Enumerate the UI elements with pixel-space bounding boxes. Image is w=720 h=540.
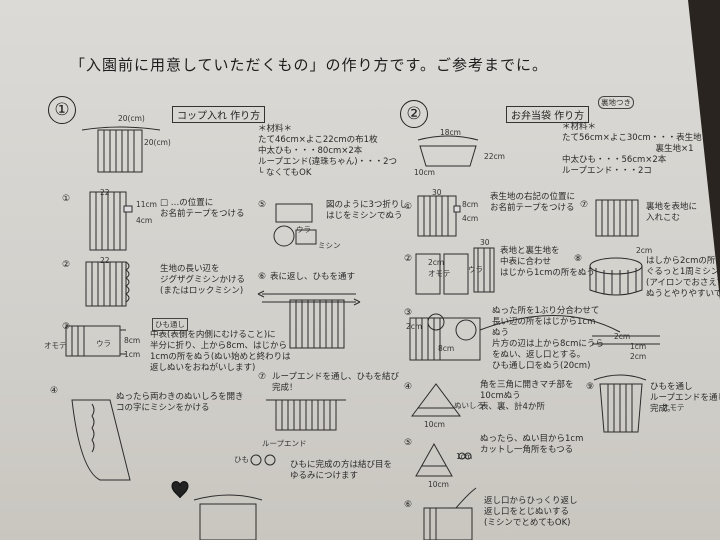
cup-materials: ＊材料＊ たて46cm×よこ22cmの布1枚 中太ひも・・・80cm×2本 ルー… <box>258 124 398 178</box>
lunch-step8-sketch <box>589 257 643 296</box>
lunch-step3-sketch <box>409 313 660 361</box>
cup-step-4-number: ④ <box>50 386 59 396</box>
cup-step-2-number: ② <box>62 260 71 270</box>
lunch-bag-badge: 裏地つき <box>598 96 634 109</box>
lunch-dim-top: 18cm <box>440 128 461 137</box>
lunch-step3-label-8cm: 8cm <box>438 344 455 353</box>
heart-bag-sketch <box>171 481 263 540</box>
lunch-step9-note: ひもを通し ループエンドを通して 完成。 <box>650 382 720 414</box>
cup-step4-sketch <box>71 399 131 481</box>
cup-step1-dim-4cm: 4cm <box>136 216 153 225</box>
lunch-step5-note: ぬったら、ぬい目から1cm カットし一角所をもつる <box>480 434 584 455</box>
lunch-step3-note: ぬった所を1ぶり分合わせて 長い辺の所をはじから1cm ぬう 片方の辺は上から8… <box>492 306 604 371</box>
lunch-step3-label-2cm-c: 2cm <box>630 352 647 361</box>
cup-step7-note2: ひもに完成の方は結び目を ゆるみにつけます <box>290 460 393 481</box>
cup-step7-label-loopend: ループエンド <box>262 439 307 448</box>
lunch-step-2-number: ② <box>404 254 413 264</box>
lunch-step1-dim-30: 30 <box>432 188 442 197</box>
lunch-step5-label-1cm: 1cm <box>456 452 473 461</box>
lunch-step2-dim-2cm: 2cm <box>428 258 445 267</box>
lunch-step7-note: 裏地を表地に 入れこむ <box>646 202 698 223</box>
lunch-step4-sketch <box>411 383 461 417</box>
lunch-step-7-number: ⑦ <box>580 200 589 210</box>
section-number-2: ② <box>400 100 428 128</box>
cup-step5-note: 図のように3つ折りし はじをミシンでぬう <box>326 200 408 221</box>
lunch-step2-label-omote: オモテ <box>428 269 451 278</box>
cup-step6-note: 表に返し、ひもを通す <box>270 272 356 282</box>
cup-step-7-number: ⑦ <box>258 372 267 382</box>
lunch-step2-dim-30: 30 <box>480 238 490 247</box>
cup-step7-hint-string: ひも <box>234 455 249 464</box>
lunch-step6-sketch <box>423 487 477 540</box>
lunch-step4-label-nuishiro: ぬいしろ <box>454 401 484 410</box>
cup-step3-label-omote: オモテ <box>44 341 67 350</box>
lunch-bag-heading: お弁当袋 作り方 <box>506 106 590 123</box>
cup-step3-sketch <box>65 325 126 357</box>
cup-step3-label-8cm: 8cm <box>124 336 141 345</box>
cup-dim-height: 20(cm) <box>144 138 171 147</box>
lunch-dim-bottom: 10cm <box>414 168 435 177</box>
lunch-step-8-number: ⑧ <box>574 254 583 264</box>
cup-step-5-number: ⑤ <box>258 200 267 210</box>
cup-step1-dim-11cm: 11cm <box>136 200 157 209</box>
lunch-step3-label-2cm: 2cm <box>406 322 423 331</box>
cup-step3-note: 中表(表側を内側にむけること)に 半分に折り、上から8cm、はじから 1cmの所… <box>150 330 291 373</box>
lunch-step-6-number: ⑥ <box>404 500 413 510</box>
lunch-step-4-number: ④ <box>404 382 413 392</box>
cup-step2-sketch <box>85 261 130 307</box>
cup-step5-label-mishin: ミシン <box>318 241 341 250</box>
lunch-step9-sketch <box>593 374 647 433</box>
lunch-step5-label-10cm: 10cm <box>428 480 449 489</box>
lunch-step1-sketch <box>417 195 461 237</box>
lunch-bag-main-sketch <box>417 135 479 167</box>
lunch-dim-side: 22cm <box>484 152 505 161</box>
lunch-step2-label-ura: ウラ <box>468 265 483 274</box>
lunch-step2-note: 表地と裏生地を 中表に合わせ はじから1cmの所をぬう <box>500 246 595 278</box>
lunch-step-9-number: ⑨ <box>586 382 595 392</box>
lunch-step-5-number: ⑤ <box>404 438 413 448</box>
lunch-step8-note: はしから2cmの所を ぐるっと1周ミシンかける (アイロンでおさえてから ぬうと… <box>646 256 720 299</box>
lunch-step-1-number: ① <box>404 202 413 212</box>
page-title: 「入園前に用意していただくもの」の作り方です。ご参考までに。 <box>70 56 549 74</box>
cup-step3-badge: ひも通し <box>152 318 188 331</box>
lunch-step3-label-1cm: 1cm <box>630 342 647 351</box>
cup-step-6-number: ⑥ <box>258 272 267 282</box>
lunch-step6-note: 返し口からひっくり返し 返し口をとじぬいする (ミシンでとめてもOK) <box>484 496 578 528</box>
cup-step5-sketch <box>273 203 317 247</box>
lunch-step5-sketch <box>415 442 472 477</box>
lunch-materials: ＊材料＊ たて56cm×よこ30cm・・・表生地×1 裏生地×1 中太ひも・・・… <box>562 122 715 176</box>
lunch-step7-sketch <box>595 199 639 237</box>
cup-step1-note: □ …の位置に お名前テープをつける <box>160 198 245 219</box>
cup-step7-sketch <box>250 399 346 466</box>
lunch-step1-dim-4cm: 4cm <box>462 214 479 223</box>
cup-dim-width: 20(cm) <box>118 114 145 123</box>
lunch-step8-dim: 2cm <box>636 246 653 255</box>
cup-step4-note: ぬったら両わきのぬいしろを開き コの字にミシンをかける <box>116 392 244 413</box>
cup-step6-sketch <box>257 290 361 349</box>
lunch-step4-label-10cm: 10cm <box>424 420 445 429</box>
lunch-step9-label-omote: オモテ <box>662 403 685 412</box>
section-number-1: ① <box>48 96 76 124</box>
cup-step-1-number: ① <box>62 194 71 204</box>
cup-step2-dim: 22 <box>100 256 110 265</box>
lunch-step-3-number: ③ <box>404 308 413 318</box>
lunch-step1-dim-8cm: 8cm <box>462 200 479 209</box>
lunch-step2-sketch <box>415 247 495 295</box>
cup-bag-heading: コップ入れ 作り方 <box>172 106 266 123</box>
cup-bag-main-sketch <box>81 126 161 173</box>
lunch-step4-note: 角を三角に開きマチ部を 10cmぬう 表、裏、計4か所 <box>480 380 574 412</box>
cup-step3-label-ura: ウラ <box>96 339 111 348</box>
cup-step1-sketch <box>89 191 133 251</box>
cup-step7-note: ループエンドを通し、ひもを結び 完成！ <box>272 372 399 393</box>
lunch-step1-note: 表生地の右記の位置に お名前テープをつける <box>490 192 576 213</box>
cup-step3-label-1cm: 1cm <box>124 350 141 359</box>
cup-step2-note: 生地の長い辺を ジグザグミシンかける (またはロックミシン) <box>160 264 246 296</box>
